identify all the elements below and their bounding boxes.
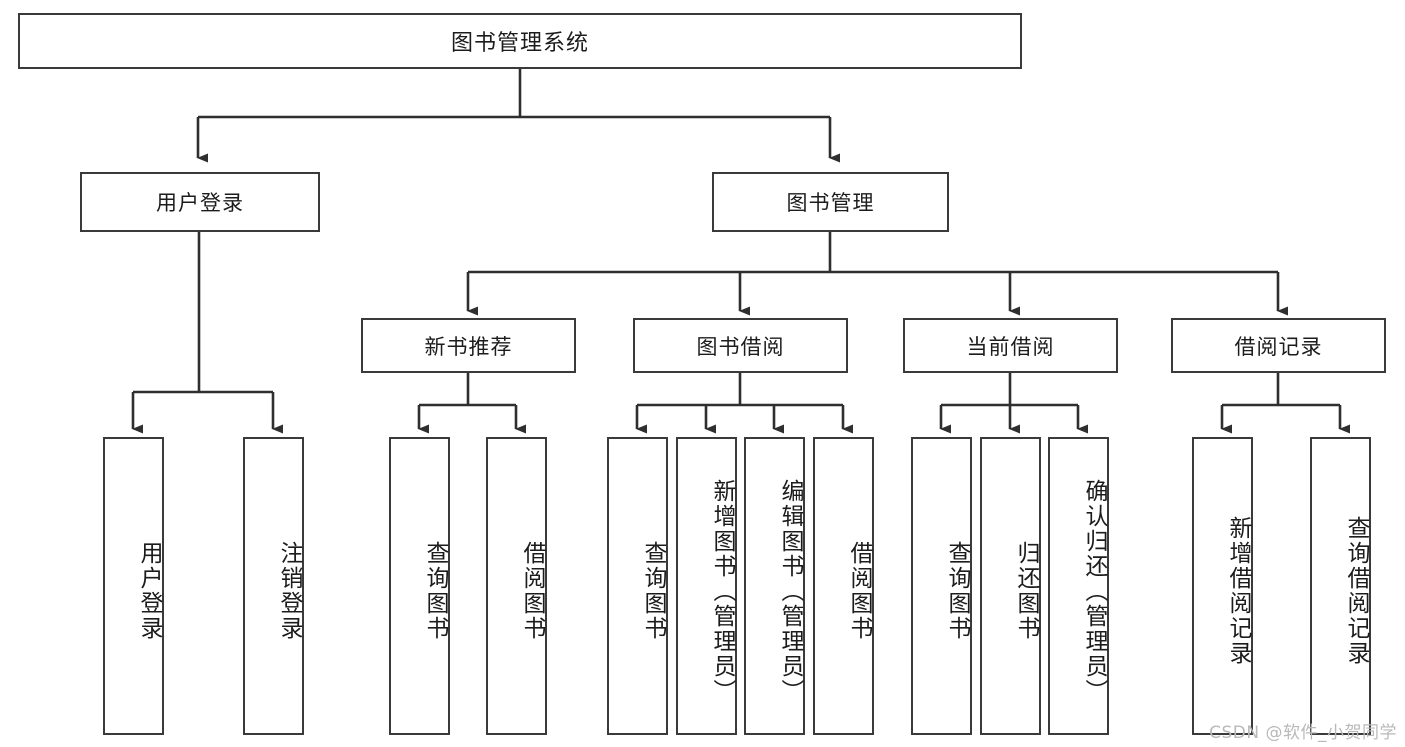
node-leaf-borrow-book-1[interactable]: 借阅图书 — [486, 437, 547, 735]
node-leaf-return-book[interactable]: 归还图书 — [980, 437, 1041, 735]
node-leaf-query-book-3[interactable]: 查询图书 — [911, 437, 972, 735]
node-borrow-record-label: 借阅记录 — [1234, 334, 1323, 359]
node-leaf-query-book-2-label: 查询图书 — [640, 541, 666, 641]
node-leaf-logout[interactable]: 注销登录 — [243, 437, 304, 735]
node-leaf-edit-book[interactable]: 编辑图书（管理员） — [744, 437, 805, 735]
node-leaf-query-record[interactable]: 查询借阅记录 — [1310, 437, 1371, 735]
node-leaf-borrow-book-2[interactable]: 借阅图书 — [813, 437, 874, 735]
node-leaf-add-record[interactable]: 新增借阅记录 — [1192, 437, 1253, 735]
node-user-login-label: 用户登录 — [156, 191, 244, 215]
node-leaf-borrow-book-1-label: 借阅图书 — [519, 541, 545, 641]
node-root-label: 图书管理系统 — [450, 31, 589, 56]
node-new-book-rec-label: 新书推荐 — [424, 334, 513, 359]
node-leaf-return-book-label: 归还图书 — [1013, 541, 1039, 641]
node-leaf-query-record-label: 查询借阅记录 — [1343, 516, 1369, 666]
node-leaf-query-book-1-label: 查询图书 — [422, 541, 448, 641]
node-user-login[interactable]: 用户登录 — [80, 172, 320, 232]
node-borrow-record[interactable]: 借阅记录 — [1171, 318, 1386, 373]
node-leaf-logout-label: 注销登录 — [276, 541, 302, 641]
node-book-borrow[interactable]: 图书借阅 — [633, 318, 848, 373]
node-leaf-query-book-3-label: 查询图书 — [944, 541, 970, 641]
node-leaf-query-book-1[interactable]: 查询图书 — [389, 437, 450, 735]
node-leaf-query-book-2[interactable]: 查询图书 — [607, 437, 668, 735]
node-leaf-add-book-label: 新增图书（管理员） — [709, 478, 735, 704]
node-leaf-user-login[interactable]: 用户登录 — [103, 437, 164, 735]
node-book-borrow-label: 图书借阅 — [696, 334, 785, 359]
node-new-book-rec[interactable]: 新书推荐 — [361, 318, 576, 373]
node-leaf-add-book[interactable]: 新增图书（管理员） — [676, 437, 737, 735]
node-leaf-confirm-return-label: 确认归还（管理员） — [1081, 478, 1107, 704]
node-root[interactable]: 图书管理系统 — [18, 13, 1022, 69]
node-leaf-confirm-return[interactable]: 确认归还（管理员） — [1048, 437, 1109, 735]
node-book-manage-label: 图书管理 — [786, 191, 875, 215]
node-leaf-edit-book-label: 编辑图书（管理员） — [777, 478, 803, 704]
node-leaf-borrow-book-2-label: 借阅图书 — [846, 541, 872, 641]
node-book-manage[interactable]: 图书管理 — [712, 172, 949, 232]
node-current-borrow-label: 当前借阅 — [966, 334, 1055, 359]
watermark: CSDN @软件_小贺同学 — [1209, 723, 1397, 743]
node-leaf-user-login-label: 用户登录 — [136, 541, 162, 641]
node-current-borrow[interactable]: 当前借阅 — [903, 318, 1118, 373]
node-leaf-add-record-label: 新增借阅记录 — [1225, 516, 1251, 666]
